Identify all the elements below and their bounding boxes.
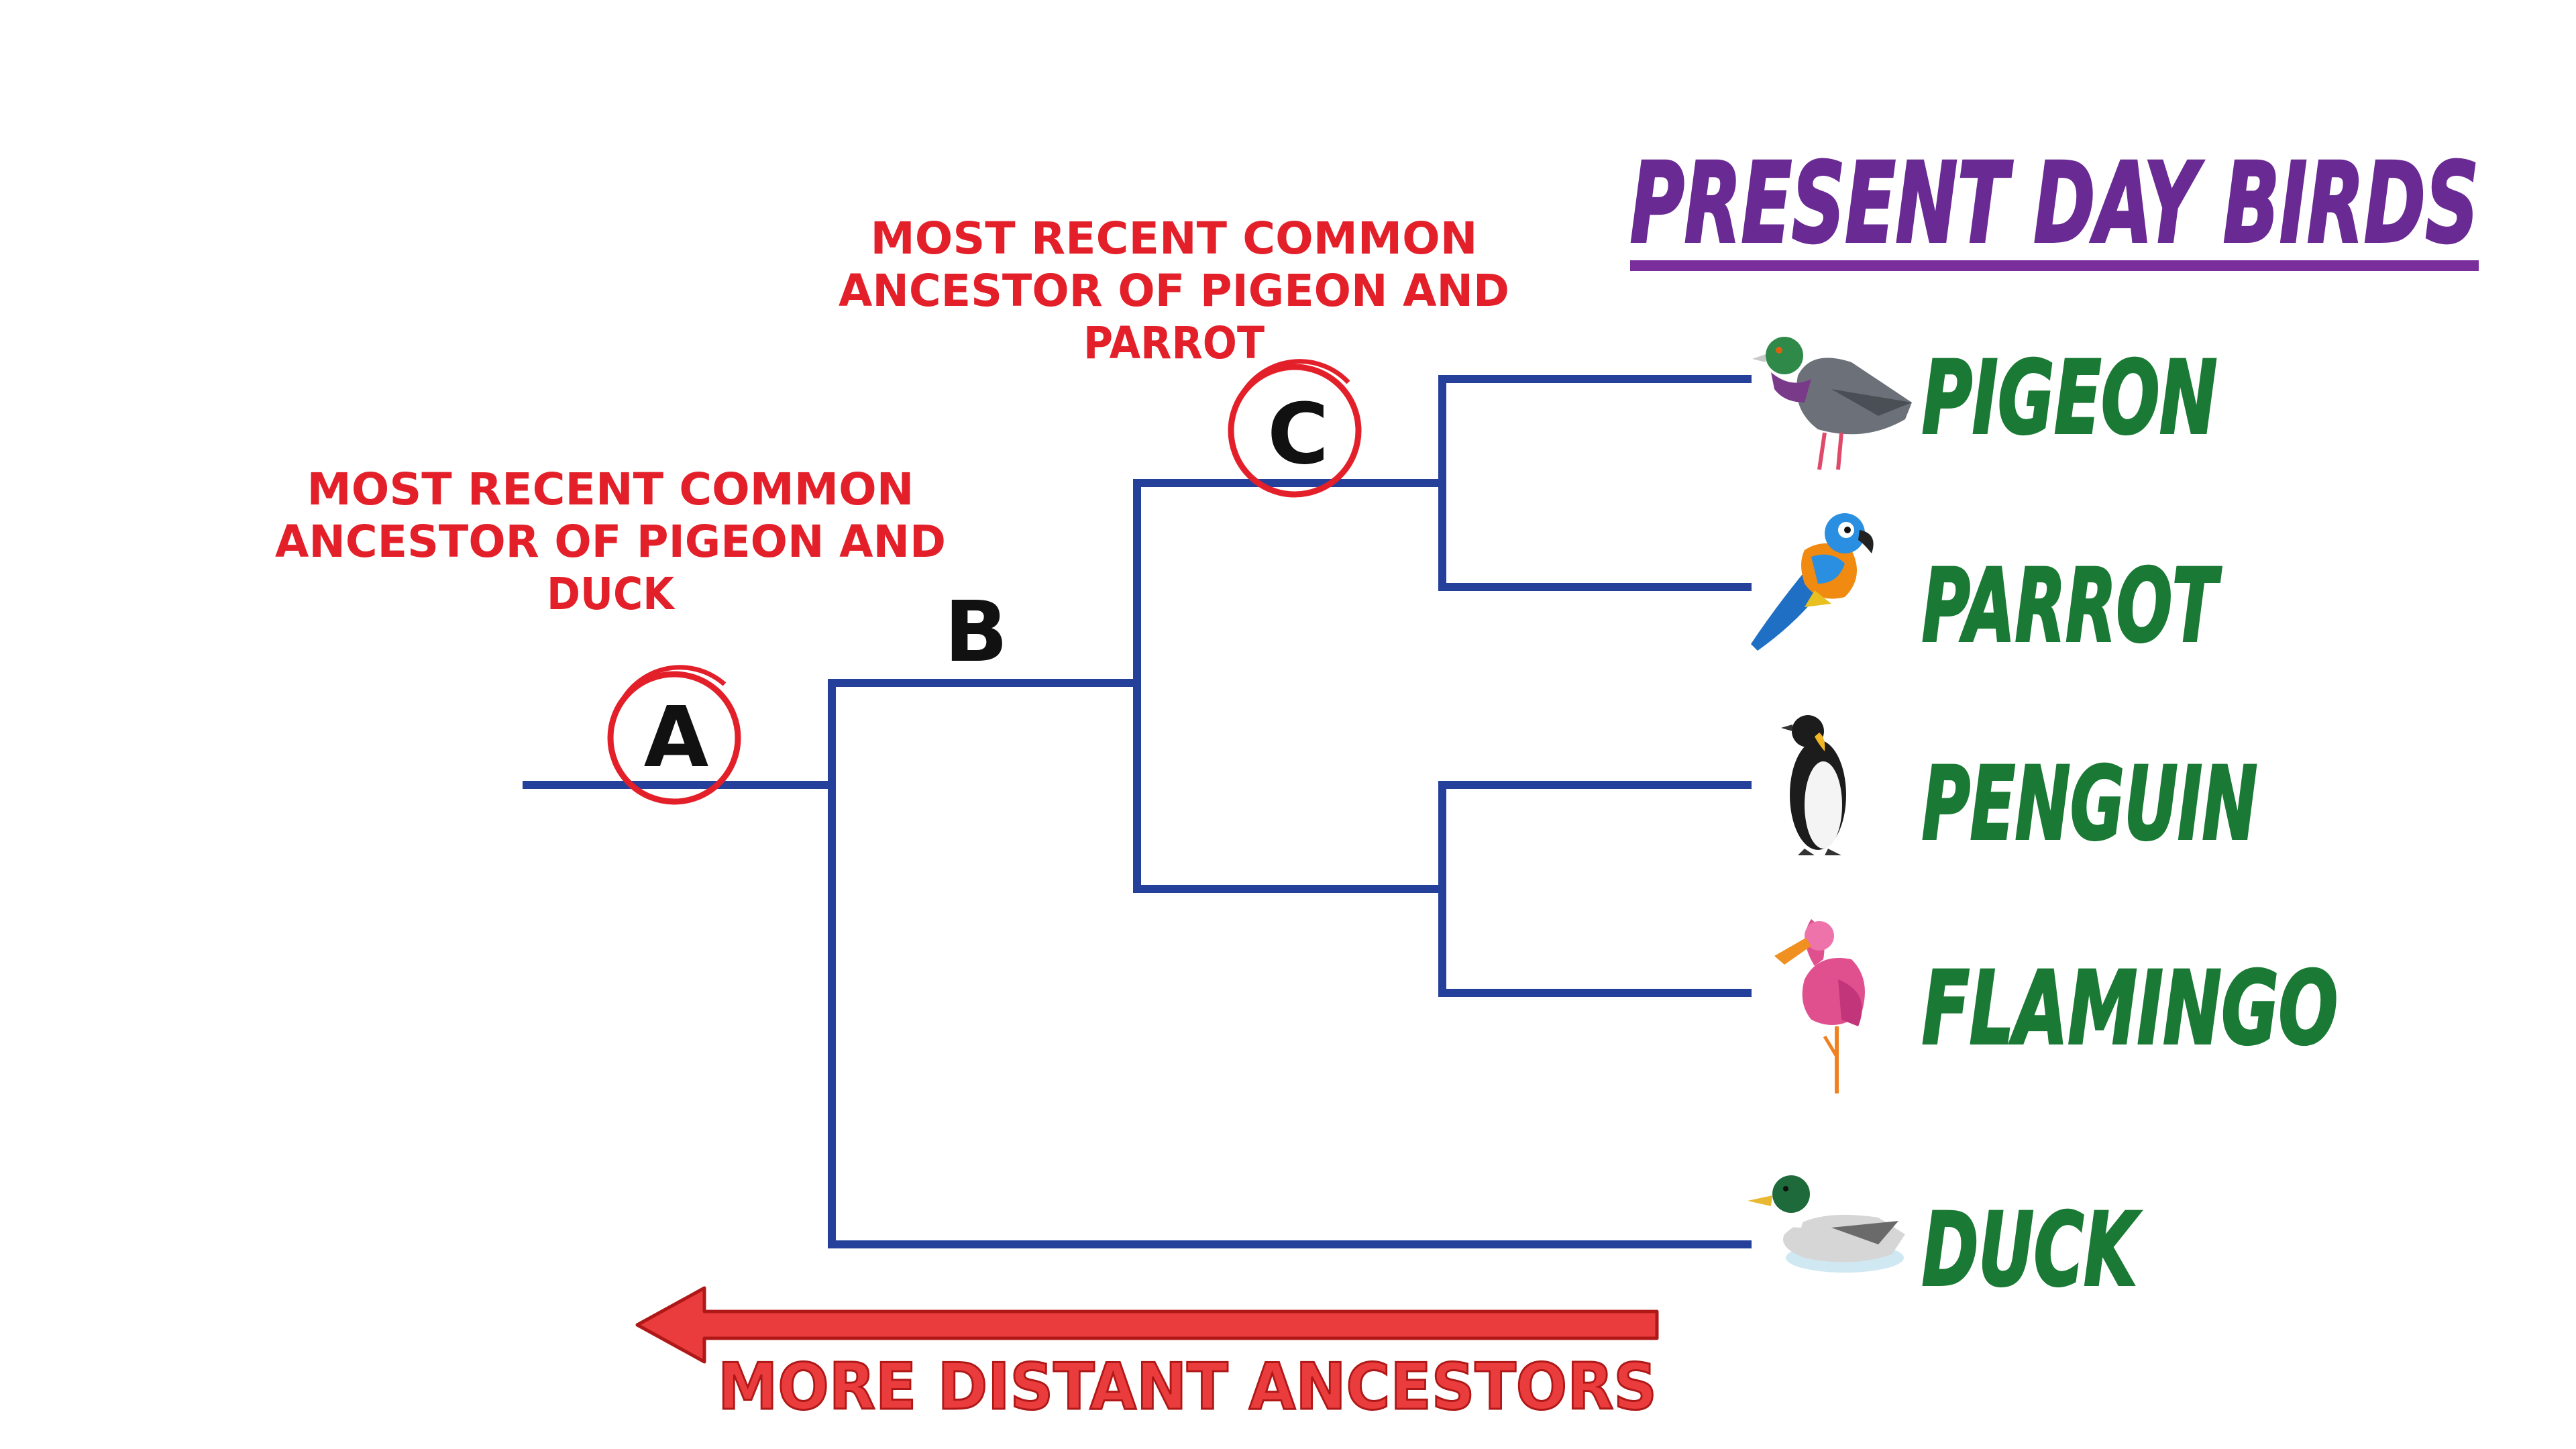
bird-labels: PIGEON PARROT PENGUIN FLAMINGO DUCK (1921, 339, 2339, 1310)
time-arrow: MORE DISTANT ANCESTORS (635, 1286, 1659, 1426)
annotation-c-line-2: ANCESTOR OF PIGEON AND (839, 265, 1509, 317)
bird-label-parrot: PARROT (1922, 548, 2222, 665)
title-group: PRESENT DAY BIRDS (1629, 138, 2480, 271)
annotation-a-line-2: ANCESTOR OF PIGEON AND (275, 516, 946, 568)
annotation-a-line-3: DUCK (547, 568, 676, 620)
title-underline (1630, 260, 2479, 271)
pigeon-icon (1752, 337, 1912, 470)
node-a-label: A (644, 689, 709, 786)
penguin-icon (1781, 715, 1846, 855)
page-title: PRESENT DAY BIRDS (1630, 139, 2479, 268)
node-a-circle-stroke (622, 665, 727, 699)
annotation-c: MOST RECENT COMMON ANCESTOR OF PIGEON AN… (839, 213, 1509, 369)
node-c-circle-stroke (1238, 359, 1350, 397)
bird-label-penguin: PENGUIN (1922, 746, 2257, 863)
node-c: C (1228, 359, 1362, 498)
parrot-icon (1751, 513, 1874, 651)
duck-icon (1748, 1175, 1905, 1273)
node-a-circle (607, 671, 741, 805)
annotation-c-line-1: MOST RECENT COMMON (871, 213, 1478, 264)
node-c-label: C (1267, 386, 1329, 483)
annotation-c-line-3: PARROT (1083, 317, 1265, 369)
bird-label-pigeon: PIGEON (1922, 340, 2217, 457)
tree-branches (523, 375, 1752, 1248)
bird-label-flamingo: FLAMINGO (1922, 951, 2338, 1067)
node-b: B (944, 584, 1008, 681)
node-a: A (607, 665, 741, 805)
node-b-label: B (944, 584, 1008, 681)
node-c-circle (1228, 364, 1362, 498)
bird-label-duck: DUCK (1922, 1192, 2141, 1309)
arrow-label: MORE DISTANT ANCESTORS (718, 1350, 1657, 1424)
arrow-shape (635, 1286, 1659, 1364)
annotation-a: MOST RECENT COMMON ANCESTOR OF PIGEON AN… (275, 464, 946, 620)
annotation-a-line-1: MOST RECENT COMMON (307, 464, 914, 515)
flamingo-icon (1774, 919, 1865, 1093)
